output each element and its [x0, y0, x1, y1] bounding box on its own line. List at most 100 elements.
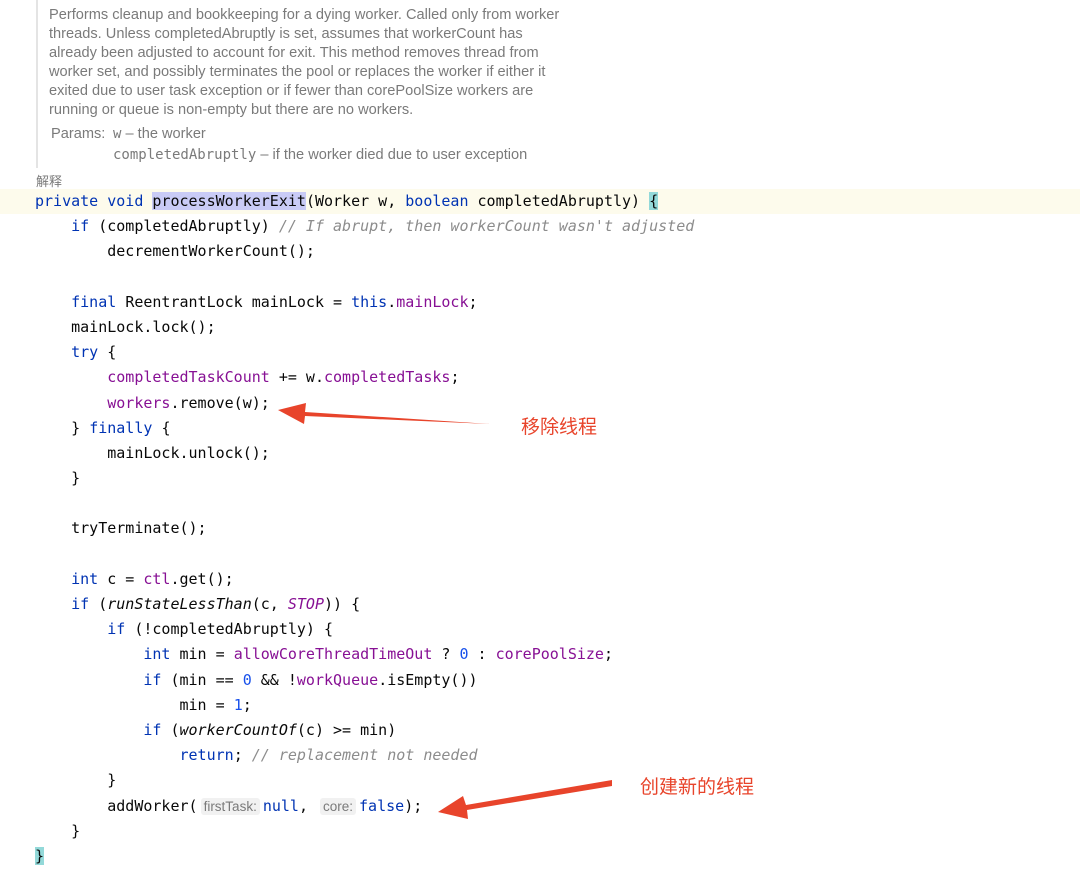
code-token: ); [404, 796, 423, 815]
code-line[interactable]: private void processWorkerExit(Worker w,… [0, 189, 1080, 215]
code-token: completedTaskCount [107, 368, 270, 387]
code-token: += w. [269, 368, 324, 387]
code-token: int [35, 569, 108, 588]
code-line[interactable]: final ReentrantLock mainLock = this.main… [0, 290, 1080, 315]
code-line[interactable]: min = 1; [0, 693, 1080, 718]
code-line[interactable]: mainLock.lock(); [0, 315, 1080, 340]
params-label: Params: [51, 126, 106, 142]
code-token: 1 [233, 695, 243, 714]
code-token: min = [179, 645, 234, 664]
code-token: (min == [170, 670, 243, 689]
code-token: ; [233, 746, 252, 765]
code-line[interactable]: if (min == 0 && !workQueue.isEmpty()) [0, 668, 1080, 693]
code-token: STOP [287, 595, 324, 613]
code-line[interactable]: } finally { [0, 416, 1080, 441]
param-name: w [113, 126, 122, 142]
code-token: c = [107, 569, 144, 588]
javadoc-params: Params:w – the worker completedAbruptly … [51, 124, 527, 166]
code-token: mainLock.lock(); [35, 317, 216, 336]
code-token: { [107, 343, 117, 362]
code-token: (completedAbruptly) [98, 217, 279, 236]
code-token: 0 [242, 670, 252, 689]
code-token: ? [432, 645, 460, 664]
code-token: 0 [459, 645, 469, 664]
code-token: allowCoreThreadTimeOut [233, 645, 433, 664]
code-line[interactable]: return; // replacement not needed [0, 743, 1080, 768]
code-line[interactable]: if (!completedAbruptly) { [0, 617, 1080, 642]
code-token: (Worker w, [305, 192, 406, 210]
code-token: corePoolSize [495, 645, 604, 664]
code-token: mainLock [396, 292, 469, 311]
code-line[interactable]: tryTerminate(); [0, 516, 1080, 541]
code-token: workers [107, 393, 171, 412]
code-token: min = [35, 695, 234, 714]
code-line[interactable]: workers.remove(w); [0, 391, 1080, 416]
code-token: if [35, 595, 99, 613]
code-line[interactable]: } [0, 466, 1080, 491]
doc-line: running or queue is non-empty but there … [49, 102, 414, 118]
doc-line: worker set, and possibly terminates the … [49, 64, 546, 80]
code-token: ; [468, 292, 478, 311]
code-token: , [298, 796, 318, 815]
code-token: (c, [251, 595, 288, 613]
code-token: int [35, 645, 180, 664]
arrow-create-thread [438, 780, 612, 819]
code-token: } [35, 771, 117, 790]
code-token: } [35, 469, 81, 488]
code-token: finally [89, 418, 162, 437]
code-token: ReentrantLock mainLock = [125, 292, 352, 311]
code-token: if [35, 670, 171, 689]
code-token: workQueue [296, 670, 379, 689]
code-token: ; [603, 645, 613, 664]
code-token: . [387, 292, 397, 311]
code-token: decrementWorkerCount(); [35, 242, 315, 261]
code-token: } [35, 846, 45, 865]
code-token: { [161, 418, 171, 437]
code-token: completedAbruptly) [477, 192, 650, 210]
code-token: (!completedAbruptly) { [134, 620, 334, 639]
code-token: private void [35, 192, 153, 210]
code-line[interactable]: int c = ctl.get(); [0, 567, 1080, 592]
code-token: tryTerminate(); [35, 519, 207, 538]
code-line[interactable]: } [0, 768, 1080, 793]
doc-line: already been adjusted to account for exi… [49, 45, 539, 61]
code-line[interactable]: try { [0, 340, 1080, 365]
code-token: if [35, 620, 135, 639]
code-token: )) { [324, 595, 361, 613]
explain-link[interactable]: 解释 [36, 175, 63, 190]
param-name: completedAbruptly [113, 147, 257, 163]
code-token: boolean [405, 192, 478, 210]
code-editor[interactable]: private void processWorkerExit(Worker w,… [0, 189, 1080, 869]
code-line[interactable]: if (workerCountOf(c) >= min) [0, 718, 1080, 743]
code-token: this [351, 292, 388, 311]
code-token: null [262, 796, 299, 815]
javadoc-description: Performs cleanup and bookkeeping for a d… [49, 6, 649, 120]
code-line[interactable]: decrementWorkerCount(); [0, 239, 1080, 264]
code-token: mainLock.unlock(); [35, 443, 270, 462]
code-token: ctl [143, 569, 171, 588]
code-line[interactable]: addWorker(firstTask:null, core:false); [0, 794, 1080, 819]
code-token: if [35, 720, 171, 739]
arrow-remove-thread [278, 403, 490, 424]
code-token: .get(); [170, 569, 234, 588]
code-line[interactable]: int min = allowCoreThreadTimeOut ? 0 : c… [0, 642, 1080, 667]
code-token: // replacement not needed [251, 746, 478, 765]
code-token: && ! [251, 670, 297, 689]
code-line[interactable]: if (runStateLessThan(c, STOP)) { [0, 592, 1080, 617]
code-line[interactable]: } [0, 819, 1080, 844]
code-token: : [468, 645, 496, 664]
code-token: workerCountOf [179, 720, 297, 739]
code-token: ( [170, 720, 180, 739]
doc-line: exited due to user task exception or if … [49, 83, 534, 99]
code-line[interactable]: if (completedAbruptly) // If abrupt, the… [0, 214, 1080, 239]
code-line[interactable]: mainLock.unlock(); [0, 441, 1080, 466]
parameter-hint: core: [320, 797, 357, 815]
code-line[interactable]: } [0, 844, 1080, 869]
code-token: runStateLessThan [107, 595, 252, 613]
code-token: } [35, 418, 90, 437]
code-token: { [649, 192, 659, 210]
code-line[interactable]: completedTaskCount += w.completedTasks; [0, 365, 1080, 390]
doc-line: threads. Unless completedAbruptly is set… [49, 26, 523, 42]
code-token: ( [98, 595, 108, 613]
code-token: completedTasks [324, 368, 451, 387]
